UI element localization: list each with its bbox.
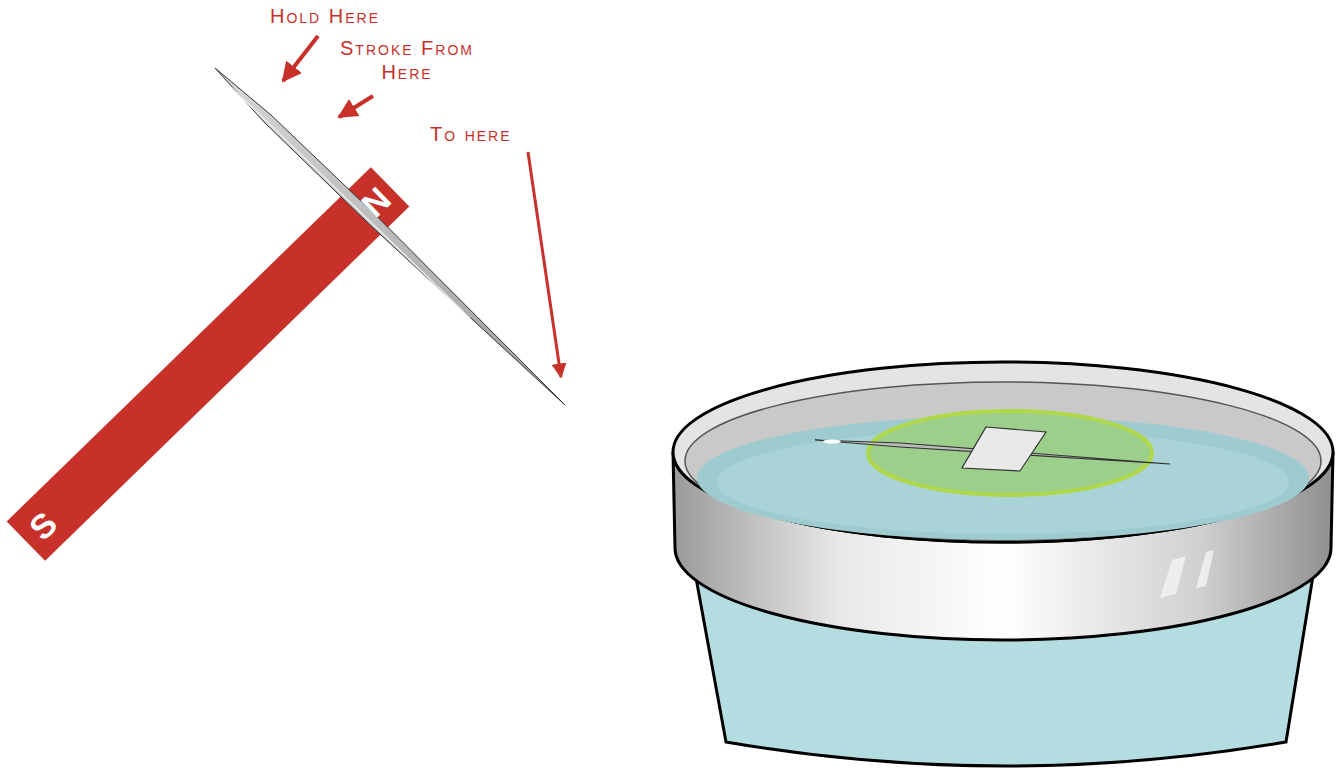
rim-shine bbox=[1160, 556, 1186, 598]
leader-arrow bbox=[339, 96, 373, 117]
rim-shine bbox=[1196, 550, 1214, 588]
pole-letter: N bbox=[355, 180, 396, 221]
bowl-inner-wall bbox=[685, 382, 1321, 540]
callout-label: To here bbox=[430, 122, 512, 146]
bowl-top bbox=[673, 362, 1333, 542]
bar-magnet: NS bbox=[7, 167, 410, 561]
pole-letter: S bbox=[23, 505, 63, 545]
callout-label: Hold Here bbox=[270, 4, 380, 28]
sewing-needle bbox=[215, 68, 565, 405]
needle-eye bbox=[823, 440, 841, 444]
leader-arrow bbox=[528, 152, 561, 377]
floating-leaf bbox=[868, 411, 1152, 495]
leader-arrow bbox=[283, 36, 318, 81]
magnet-bar bbox=[7, 167, 410, 561]
needle-highlight bbox=[232, 88, 470, 318]
paper-strip bbox=[962, 427, 1046, 471]
callout-label: Stroke From Here bbox=[340, 36, 474, 84]
